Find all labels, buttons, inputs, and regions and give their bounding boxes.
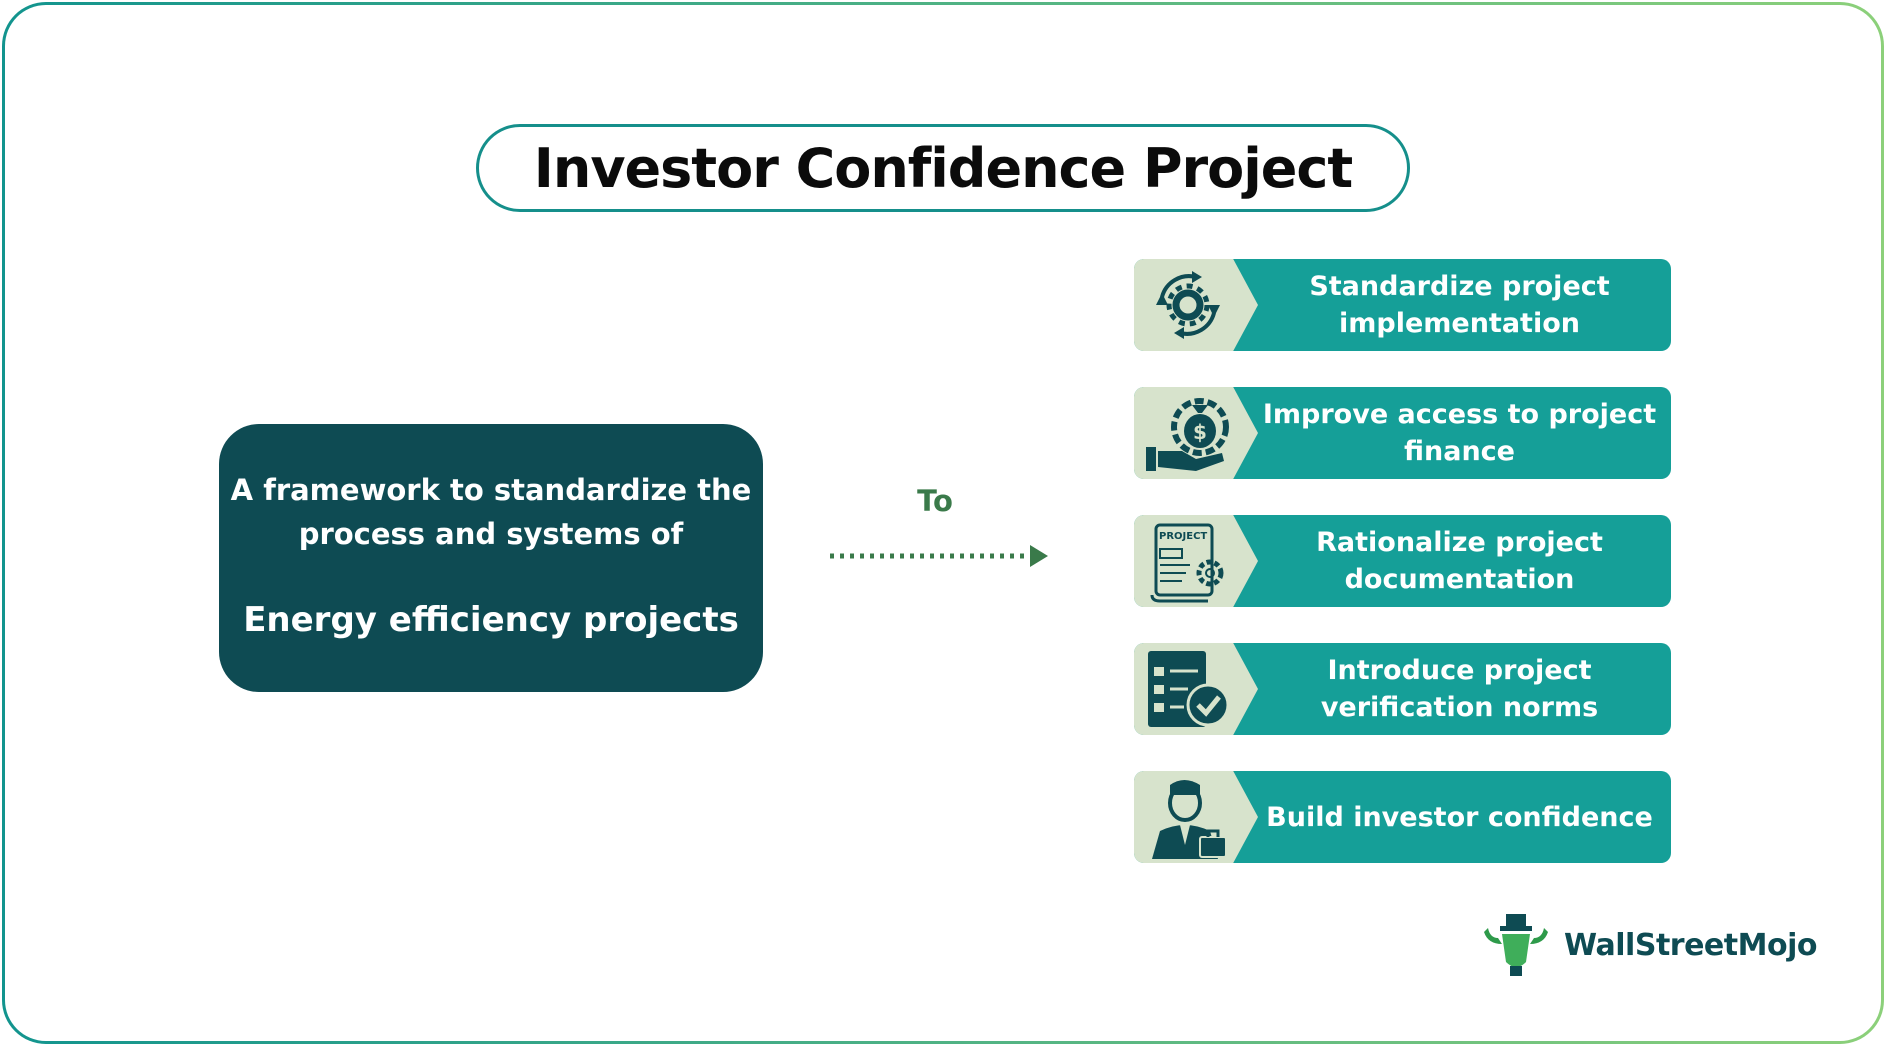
- outcome-label: Standardize project implementation: [1309, 271, 1610, 339]
- dotted-arrow-icon: [830, 545, 1048, 567]
- outcome-item-verification: Introduce project verification norms: [1134, 643, 1671, 735]
- brand-logo: WallStreetMojo: [1480, 910, 1817, 980]
- framework-box: A framework to standardize the process a…: [219, 424, 763, 692]
- outcome-item-standardize: Standardize project implementation: [1134, 259, 1671, 351]
- page-title: Investor Confidence Project: [533, 136, 1353, 200]
- investor-icon: [1152, 780, 1227, 859]
- outcome-label: Introduce project verification norms: [1320, 655, 1599, 723]
- outcome-item-finance: $ Improve access to project finance: [1134, 387, 1671, 479]
- svg-text:$: $: [1193, 420, 1207, 444]
- project-document-icon: PROJECT: [1150, 523, 1224, 603]
- outcome-label: Rationalize project documentation: [1316, 527, 1603, 595]
- outcome-item-documentation: PROJECT Rationalize project documentatio…: [1134, 515, 1671, 607]
- title-pill: Investor Confidence Project: [476, 124, 1410, 212]
- money-bag-hand-icon: $: [1146, 398, 1229, 471]
- connector-label: To: [917, 484, 953, 518]
- framework-subject: Energy efficiency projects: [243, 600, 739, 640]
- outcome-label: Build investor confidence: [1266, 801, 1653, 833]
- gear-cycle-icon: [1156, 271, 1220, 339]
- svg-text:PROJECT: PROJECT: [1159, 531, 1207, 542]
- outcome-label: Improve access to project finance: [1262, 399, 1657, 467]
- checklist-verify-icon: [1148, 651, 1230, 727]
- outcome-item-confidence: Build investor confidence: [1134, 771, 1671, 863]
- bull-mascot-icon: [1484, 914, 1548, 976]
- brand-name: WallStreetMojo: [1564, 927, 1817, 963]
- framework-description: A framework to standardize the process a…: [230, 473, 752, 551]
